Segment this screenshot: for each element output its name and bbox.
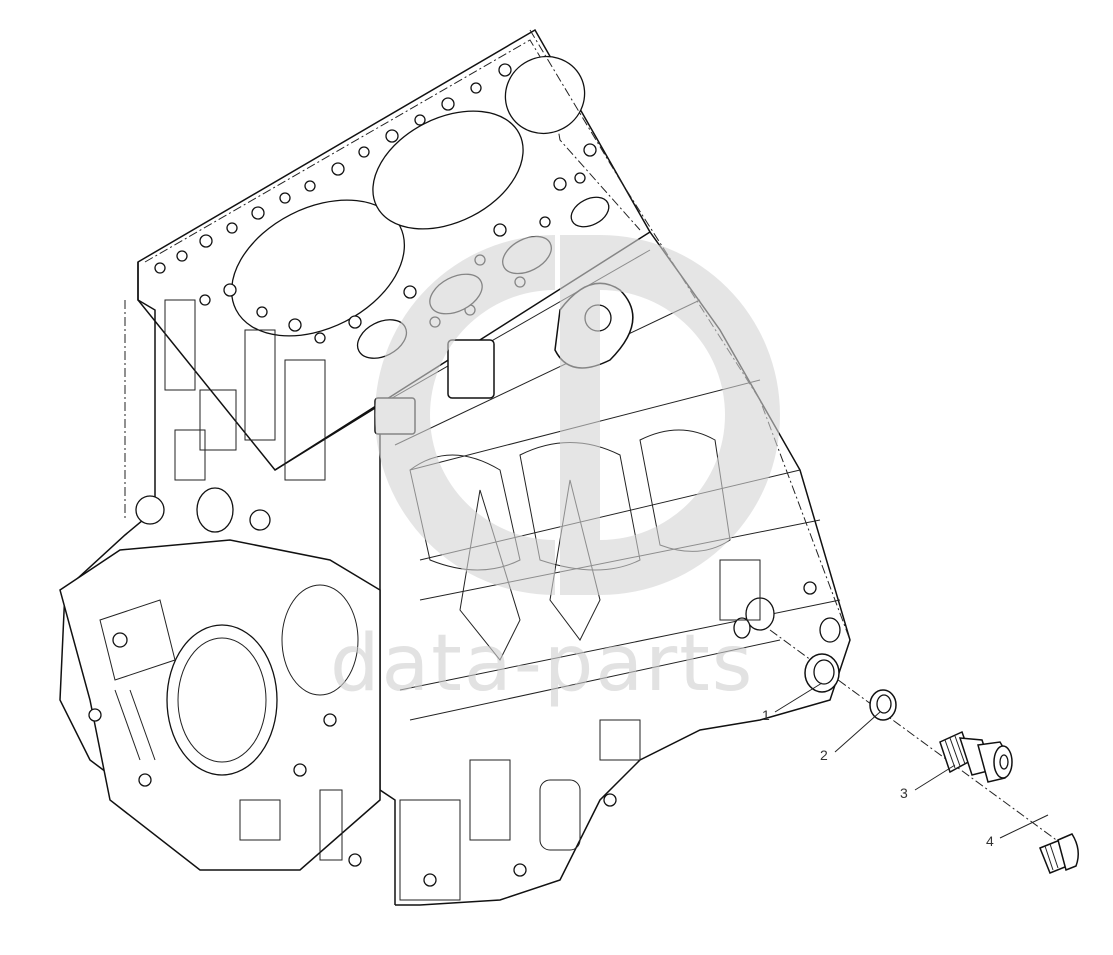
callout-1: 1 [762,707,770,723]
callout-4: 4 [986,833,994,849]
exploded-parts: 1 2 3 4 [762,629,1079,874]
deck-holes [154,63,597,344]
callout-2: 2 [820,747,828,763]
watermark: data-parts [330,235,780,709]
callout-3: 3 [900,785,908,801]
cylinder-bore-1 [230,199,406,337]
crank-bore [166,624,278,776]
cylinder-bore-3 [504,55,586,135]
part-3-pressure-switch [939,730,1013,783]
watermark-logo-p [560,235,780,595]
cylinder-bore-2 [372,110,524,230]
part-1-washer [804,653,840,693]
part-2-washer [869,689,897,721]
assembly-axis-line [769,629,1071,851]
part-4-plug [1039,833,1079,874]
watermark-text: data-parts [330,619,754,709]
watermark-logo-g [375,235,555,595]
